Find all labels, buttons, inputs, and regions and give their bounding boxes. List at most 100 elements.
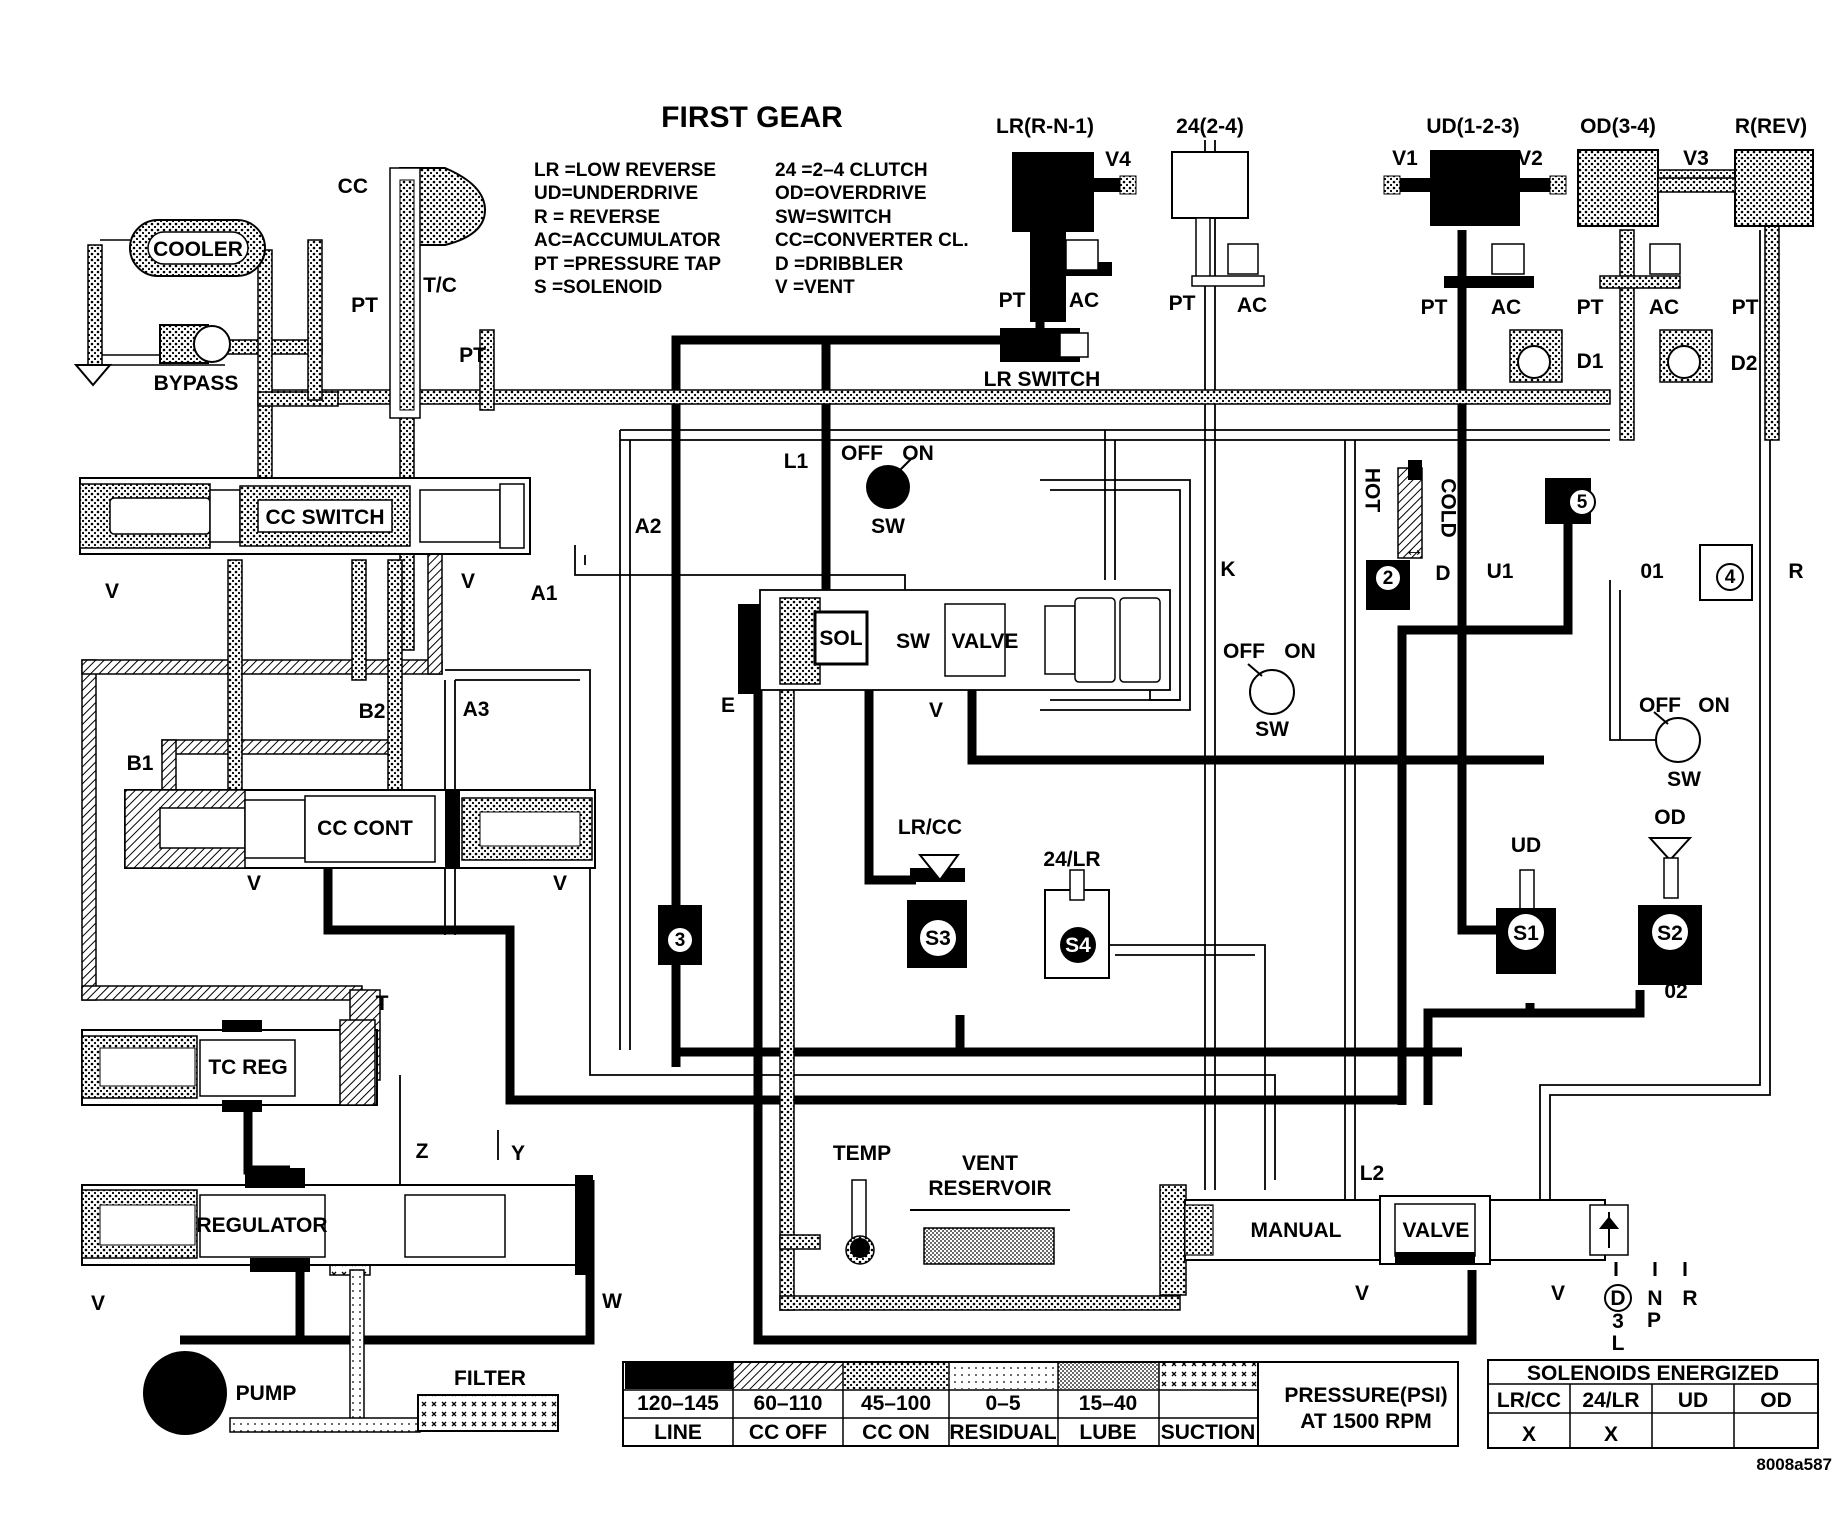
manual-label: MANUAL	[1251, 1219, 1342, 1242]
energized-header-1: 24/LR	[1582, 1389, 1639, 1412]
pressure-legend: 120–145 60–110 45–100 0–5 15–40 LINE CC …	[622, 1361, 1459, 1447]
svg-text:4: 4	[1725, 567, 1736, 588]
passage-a3-label: A3	[463, 698, 490, 721]
passage-r-label: R	[1788, 560, 1803, 583]
energized-title: SOLENOIDS ENERGIZED	[1527, 1362, 1779, 1385]
hot-label: HOT	[1361, 468, 1384, 513]
abbrev-right-4: D =DRIBBLER	[775, 254, 904, 275]
valve-label-sol: VALVE	[952, 630, 1019, 653]
dribbler-d1-label: D1	[1577, 350, 1604, 373]
regulator-valve: REGULATOR V Z Y W	[81, 1140, 622, 1315]
vent-label-ccsw1: V	[105, 580, 119, 603]
abbrev-left-5: S =SOLENOID	[534, 277, 662, 298]
dribbler-d2-label: D2	[1731, 352, 1758, 375]
sw-off-label-3: OFF	[1639, 694, 1681, 717]
pressure-switch-o1: OFF ON SW 01 R	[1639, 560, 1804, 791]
pt-label-tc2: PT	[459, 344, 486, 367]
svg-text:3: 3	[675, 930, 686, 951]
temp-label: TEMP	[833, 1142, 891, 1165]
sw-on-label-3: ON	[1698, 694, 1730, 717]
abbreviation-legend: LR =LOW REVERSE UD=UNDERDRIVE R = REVERS…	[534, 160, 969, 298]
gear-r-label: R	[1682, 1287, 1697, 1310]
abbrev-left-4: PT =PRESSURE TAP	[534, 254, 721, 275]
drain-arrow-icon	[73, 364, 113, 387]
vent-label-cc2: V	[553, 872, 567, 895]
range-line: 120–145	[637, 1392, 719, 1415]
abbrev-left-0: LR =LOW REVERSE	[534, 160, 716, 181]
vent-label-manual1: V	[1355, 1282, 1369, 1305]
cc-switch-valve: CC SWITCH V V A1	[79, 477, 558, 605]
sw-label-3: SW	[1667, 768, 1701, 791]
torque-converter: CC T/C PT PT	[338, 167, 486, 419]
svg-text:S1: S1	[1513, 922, 1539, 945]
passage-o1-label: 01	[1640, 560, 1664, 583]
double-arrow-icon: ↔	[1404, 538, 1425, 561]
bypass-label: BYPASS	[154, 372, 239, 395]
range-cc-off: 60–110	[754, 1392, 823, 1415]
passage-t-label: T	[376, 992, 389, 1015]
solenoids-energized-table: SOLENOIDS ENERGIZED LR/CC 24/LR UD OD X …	[1487, 1359, 1819, 1449]
passage-k-label: K	[1220, 558, 1235, 581]
pt-label-tc1: PT	[351, 294, 378, 317]
energized-header-3: OD	[1760, 1389, 1792, 1412]
pressure-title-1: PRESSURE(PSI)	[1284, 1384, 1447, 1407]
lr-clutch-label: LR(R-N-1)	[996, 115, 1094, 138]
od-clutch-label: OD(3-4)	[1580, 115, 1656, 138]
vent-v2-label: V2	[1517, 147, 1543, 170]
lr-switch-label: LR SWITCH	[984, 368, 1101, 391]
name-residual: RESIDUAL	[949, 1421, 1057, 1444]
check-ball-5: 5	[1545, 478, 1596, 524]
pressure-title-2: AT 1500 RPM	[1300, 1410, 1432, 1433]
lrcc-sol-label: LR/CC	[898, 816, 962, 839]
passage-d-label: D	[1435, 562, 1450, 585]
sw-label-2: SW	[1255, 718, 1289, 741]
abbrev-left-1: UD=UNDERDRIVE	[534, 183, 698, 204]
solenoid-switch-valve: SOL SW VALVE E V	[721, 589, 1171, 722]
cc-tap-label: CC	[338, 175, 368, 198]
page-title: FIRST GEAR	[661, 101, 843, 134]
energized-value-0: X	[1522, 1423, 1536, 1446]
ud-clutch: UD(1-2-3) V1 V2 PT AC	[1383, 115, 1567, 319]
vent-label-reg: V	[91, 1292, 105, 1315]
ac-label-24: AC	[1237, 294, 1267, 317]
passage-l1-label: L1	[784, 450, 809, 473]
svg-text:2: 2	[1383, 568, 1394, 589]
pt-label-lr: PT	[999, 289, 1026, 312]
clutch-24-label: 24(2-4)	[1176, 115, 1244, 138]
temp-sensor: TEMP	[833, 1142, 891, 1265]
solenoid-s2: S2 OD 02	[1638, 806, 1702, 1003]
bypass-valve: BYPASS	[154, 324, 239, 395]
solenoid-s1: S1 UD	[1496, 834, 1556, 974]
abbrev-right-0: 24 =2–4 CLUTCH	[775, 160, 928, 181]
range-lube: 15–40	[1079, 1392, 1137, 1415]
pressure-switch-l1: OFF ON SW L1 A2	[635, 442, 934, 538]
ac-label-od: AC	[1649, 296, 1679, 319]
cc-cont-label: CC CONT	[317, 817, 413, 840]
range-cc-on: 45–100	[861, 1392, 931, 1415]
passage-e-label: E	[721, 694, 735, 717]
name-cc-off: CC OFF	[749, 1421, 827, 1444]
lr24-sol-label: 24/LR	[1043, 848, 1100, 871]
sw-off-label-2: OFF	[1223, 640, 1265, 663]
abbrev-left-3: AC=ACCUMULATOR	[534, 230, 721, 251]
sw-off-label-1: OFF	[841, 442, 883, 465]
filter: FILTER	[417, 1367, 559, 1432]
manual-valve: VALVE MANUAL V V L2 D	[1184, 562, 1629, 1305]
figure-code: 8008a587	[1756, 1455, 1832, 1474]
sw-on-label-1: ON	[902, 442, 934, 465]
ud-sol-label: UD	[1511, 834, 1541, 857]
vent-reservoir: VENT RESERVOIR	[910, 1152, 1070, 1265]
abbrev-left-2: R = REVERSE	[534, 207, 660, 228]
solenoid-s3: S3 LR/CC	[898, 816, 967, 968]
passage-w-label: W	[602, 1290, 622, 1313]
tc-label: T/C	[423, 274, 457, 297]
passage-a1-label: A1	[531, 582, 558, 605]
passage-a2-label: A2	[635, 515, 662, 538]
range-residual: 0–5	[985, 1392, 1020, 1415]
passage-l2-label: L2	[1360, 1162, 1385, 1185]
gear-3-label: 3	[1612, 1310, 1624, 1333]
pump-label: PUMP	[236, 1382, 297, 1405]
pt-label-ud: PT	[1421, 296, 1448, 319]
clutch-24: 24(2-4) PT AC K	[1169, 115, 1268, 581]
